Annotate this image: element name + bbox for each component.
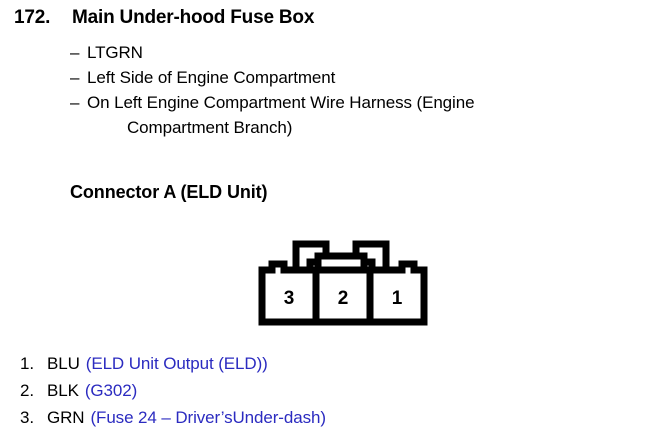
pin-number: 3. (20, 408, 34, 427)
latch-inner-left-path (306, 258, 322, 270)
cavity-label-1: 1 (392, 288, 403, 309)
latch-inner-top-path (314, 252, 368, 262)
attribute-text: LTGRN (87, 43, 143, 62)
pin-description: (G302) (84, 381, 138, 400)
pin-wire-color: GRN (47, 408, 85, 427)
attribute-text: On Left Engine Compartment Wire Harness … (87, 90, 570, 140)
dash-bullet-icon: – (70, 68, 80, 87)
attribute-text-line2: Compartment Branch) (127, 118, 293, 137)
latch-inner-right-path (360, 258, 376, 270)
cavity-label-3: 3 (284, 288, 295, 309)
dash-bullet-icon: – (70, 93, 80, 112)
list-item: 1. BLU (ELD Unit Output (ELD)) (20, 350, 326, 377)
dash-bullet-icon: – (70, 43, 80, 62)
list-item: 2. BLK (G302) (20, 377, 326, 404)
connector-shape-icon: 3 2 1 (258, 240, 428, 326)
attribute-text-line1: On Left Engine Compartment Wire Harness … (87, 93, 475, 112)
attribute-text: Left Side of Engine Compartment (87, 68, 336, 87)
list-item: 3. GRN (Fuse 24 – Driver’sUnder-dash) (20, 404, 326, 431)
list-item: – LTGRN (70, 40, 570, 65)
pin-number: 1. (20, 354, 34, 373)
entry-number: 172. (14, 7, 51, 28)
page-title: Main Under-hood Fuse Box (72, 7, 315, 28)
pin-number: 2. (20, 381, 34, 400)
entry-title-row: 172. Main Under-hood Fuse Box (14, 7, 314, 29)
connector-body-path (258, 260, 428, 326)
list-item: – Left Side of Engine Compartment (70, 65, 570, 90)
list-item: – On Left Engine Compartment Wire Harnes… (70, 90, 570, 140)
pin-wire-color: BLK (47, 381, 79, 400)
pin-description: (ELD Unit Output (ELD)) (85, 354, 268, 373)
pin-description: (Fuse 24 – Driver’sUnder-dash) (90, 408, 326, 427)
pin-wire-color: BLU (47, 354, 80, 373)
entry-attribute-list: – LTGRN – Left Side of Engine Compartmen… (70, 40, 570, 140)
pin-assignment-list: 1. BLU (ELD Unit Output (ELD)) 2. BLK (G… (20, 350, 326, 431)
connector-heading: Connector A (ELD Unit) (70, 182, 268, 202)
connector-diagram: 3 2 1 (258, 234, 428, 326)
cavity-label-2: 2 (338, 288, 349, 309)
